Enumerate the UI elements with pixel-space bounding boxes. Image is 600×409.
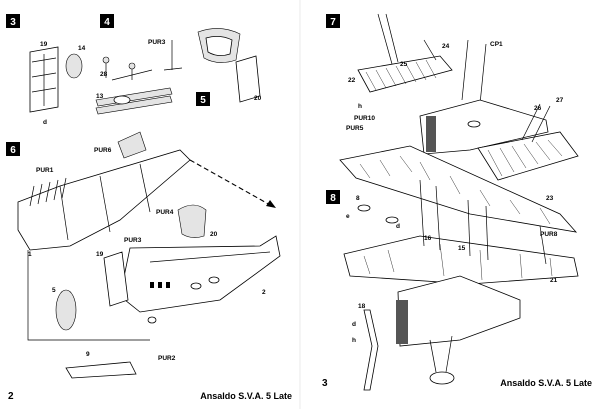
svg-text:6: 6 xyxy=(10,145,16,156)
page-number-right: 3 xyxy=(322,378,328,389)
svg-text:8: 8 xyxy=(356,195,360,202)
step-7: 7 22 25 24 CP1 PUR10 PUR5 xyxy=(326,13,579,202)
svg-text:28: 28 xyxy=(100,71,108,78)
svg-text:d: d xyxy=(352,321,356,328)
svg-text:22: 22 xyxy=(348,77,356,84)
svg-text:26: 26 xyxy=(534,105,542,112)
svg-text:19: 19 xyxy=(96,251,104,258)
seat-part: 5 20 xyxy=(196,28,262,106)
svg-text:2: 2 xyxy=(262,289,266,296)
svg-text:18: 18 xyxy=(358,303,366,310)
svg-text:CP1: CP1 xyxy=(490,41,503,48)
svg-text:21: 21 xyxy=(550,277,558,284)
svg-text:3: 3 xyxy=(10,17,16,28)
svg-text:4: 4 xyxy=(104,17,110,28)
svg-text:16: 16 xyxy=(424,235,432,242)
svg-text:1: 1 xyxy=(28,251,32,258)
svg-text:PUR8: PUR8 xyxy=(540,231,558,238)
svg-text:PUR2: PUR2 xyxy=(158,355,176,362)
svg-text:13: 13 xyxy=(96,93,104,100)
svg-text:d: d xyxy=(43,119,47,126)
step-6: 6 PUR1 PUR6 20 PUR4 PUR3 xyxy=(6,131,281,379)
svg-text:d: d xyxy=(396,223,400,230)
svg-text:PUR5: PUR5 xyxy=(346,125,364,132)
svg-text:PUR3: PUR3 xyxy=(148,39,166,46)
svg-text:h: h xyxy=(352,337,356,344)
svg-text:PUR3: PUR3 xyxy=(124,237,142,244)
svg-text:15: 15 xyxy=(458,245,466,252)
svg-text:20: 20 xyxy=(210,231,218,238)
svg-text:24: 24 xyxy=(442,43,450,50)
svg-text:7: 7 xyxy=(330,17,336,28)
svg-text:9: 9 xyxy=(86,351,90,358)
svg-text:PUR1: PUR1 xyxy=(36,167,54,174)
step-8: 8 8 16 15 xyxy=(326,145,579,391)
svg-text:8: 8 xyxy=(330,193,336,204)
svg-text:23: 23 xyxy=(546,195,554,202)
svg-text:19: 19 xyxy=(40,41,48,48)
page-number-left: 2 xyxy=(8,391,14,402)
svg-text:e: e xyxy=(346,213,350,220)
footer-title-right: Ansaldo S.V.A. 5 Late xyxy=(500,378,592,388)
svg-text:5: 5 xyxy=(52,287,56,294)
svg-text:25: 25 xyxy=(400,61,408,68)
svg-text:27: 27 xyxy=(556,97,564,104)
svg-text:5: 5 xyxy=(200,95,206,106)
svg-text:20: 20 xyxy=(254,95,262,102)
svg-text:PUR4: PUR4 xyxy=(156,209,174,216)
svg-text:h: h xyxy=(358,103,362,110)
svg-text:PUR6: PUR6 xyxy=(94,147,112,154)
svg-text:PUR10: PUR10 xyxy=(354,115,375,122)
step-4: 4 28 13 PUR3 xyxy=(95,14,183,115)
step-3: 3 19 14 d xyxy=(6,14,86,126)
footer-title-left: Ansaldo S.V.A. 5 Late xyxy=(200,391,292,401)
svg-text:14: 14 xyxy=(78,45,86,52)
